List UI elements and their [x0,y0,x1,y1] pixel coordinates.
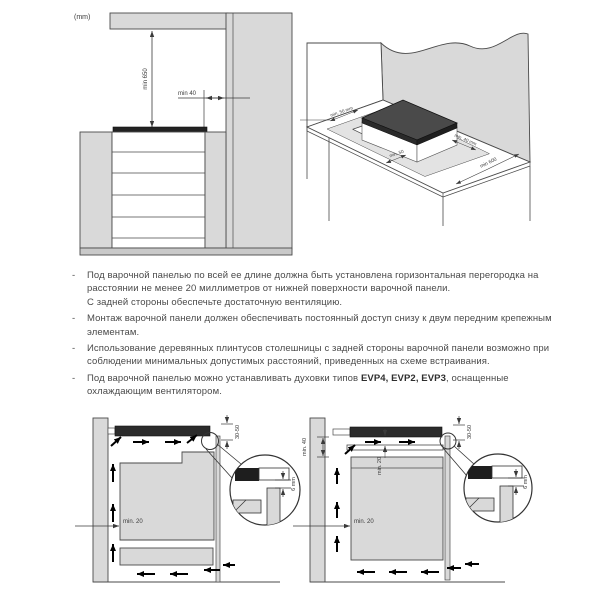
oven-gap-dimension: min. 40 [302,436,329,458]
dim-oven-gap-label: min. 40 [302,438,308,456]
note-text: Использование деревянных плинтусов столе… [87,343,550,368]
bullet-dash: - [72,313,76,325]
hood-cabinet [109,12,229,30]
note-text: Под варочной панелью можно устанавливать… [87,372,509,398]
partition-gap-dimension: min. 20 [377,429,388,475]
bullet-dash: - [72,372,76,384]
back-panel [215,435,221,583]
base-cabinet [79,131,227,249]
cooktop [112,126,208,133]
rear-gap-dimension: min. 20 [75,519,143,529]
bullet-dash: - [72,270,76,281]
plinth [79,247,293,256]
dim-top-gap-label: 30-50 [235,425,241,439]
cooktop [332,426,443,438]
side-elevation-diagram: (mm) min 650 min 40 [60,6,305,261]
rear-wall [92,417,109,583]
cross-section-right-diagram: 30-50 min. 40 min. 20 min. 20 [293,412,538,598]
note-item: - Использование деревянных плинтусов сто… [72,342,552,369]
isometric-diagram: min. 50 mm min. 40 mm min. 50 min 600 [300,16,540,231]
note-item: - Под варочной панелью можно устанавлива… [72,372,552,399]
cooktop [107,425,211,437]
dim-height-label: min 650 [143,68,149,90]
bullet-dash: - [72,343,76,355]
rear-gap-dimension: min. 20 [293,519,374,529]
dim-rear-gap-label: min. 20 [354,519,374,525]
dim-rear-gap-label: min. 20 [123,519,143,525]
oven [350,456,444,561]
dim-front-label: min. 50 [389,149,405,159]
note-text: Монтаж варочной панели должен обеспечива… [87,313,552,338]
top-gap-dimension: 30-50 [453,416,473,449]
note-item: - Под варочной панелью по всей ее длине … [72,269,552,309]
cabinet-legs [306,127,531,226]
airflow-arrows [110,434,235,577]
airflow-arrows [334,439,479,575]
detail-gap-label: 6 mm [291,477,297,491]
oven [119,451,215,541]
dim-partition-gap-label: min. 20 [377,457,383,475]
notes-list: - Под варочной панелью по всей ее длине … [72,269,552,399]
note-text: Под варочной панелью по всей ее длине до… [87,270,539,308]
wall-column [225,12,293,250]
installation-notes: - Под варочной панелью по всей ее длине … [72,269,552,402]
partition-shelf [346,444,444,451]
lower-drawer [119,547,214,566]
cross-section-left-diagram: 30-50 min. 20 [75,412,305,598]
back-panel [444,435,451,581]
dim-top-gap-label: 30-50 [467,425,473,439]
top-gap-dimension: 30-50 [221,415,241,449]
detail-magnifier: 6 mm [439,432,533,523]
unit-label: (mm) [74,14,90,21]
cooktop-slab [360,99,459,163]
note-item: - Монтаж варочной панели должен обеспечи… [72,312,552,339]
detail-magnifier: 6 mm [201,432,301,526]
detail-gap-label: 6 mm [523,475,529,489]
back-wall [380,32,531,163]
dim-side-label: min 40 [178,91,197,97]
height-dimension: min 650 [143,31,155,127]
